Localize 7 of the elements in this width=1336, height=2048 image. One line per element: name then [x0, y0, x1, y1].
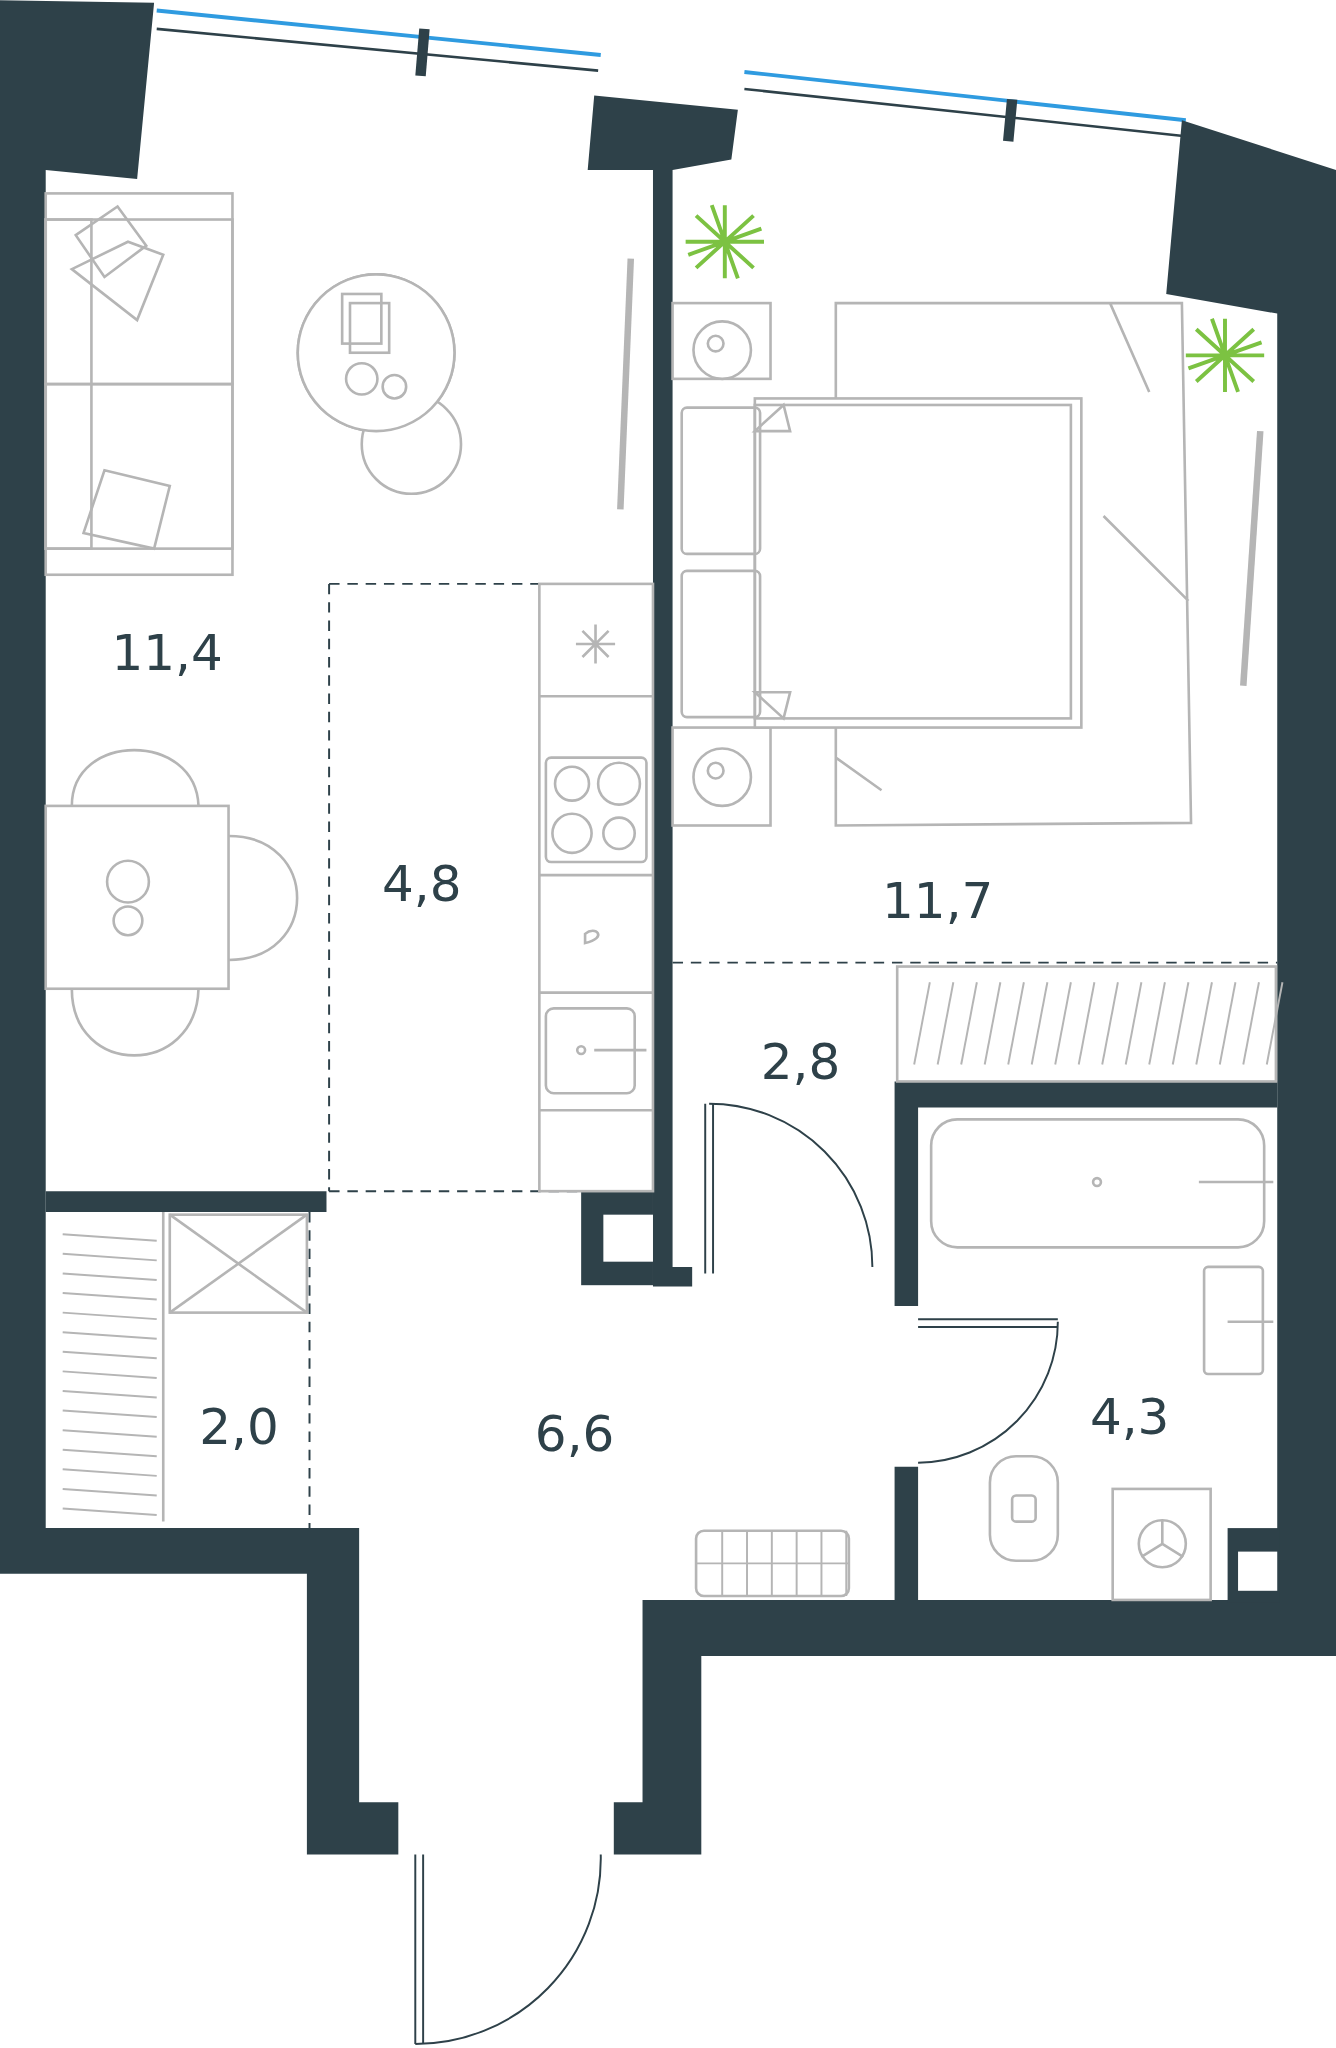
room-area-label: 4,8 — [382, 859, 462, 910]
room-area-label: 6,6 — [534, 1408, 615, 1459]
room-area-label: 2,0 — [199, 1402, 279, 1453]
room-area-label: 2,8 — [760, 1036, 841, 1087]
room-area-label: 11,7 — [882, 876, 994, 927]
room-area-label: 11,4 — [111, 627, 223, 678]
room-area-label: 4,3 — [1089, 1391, 1170, 1442]
